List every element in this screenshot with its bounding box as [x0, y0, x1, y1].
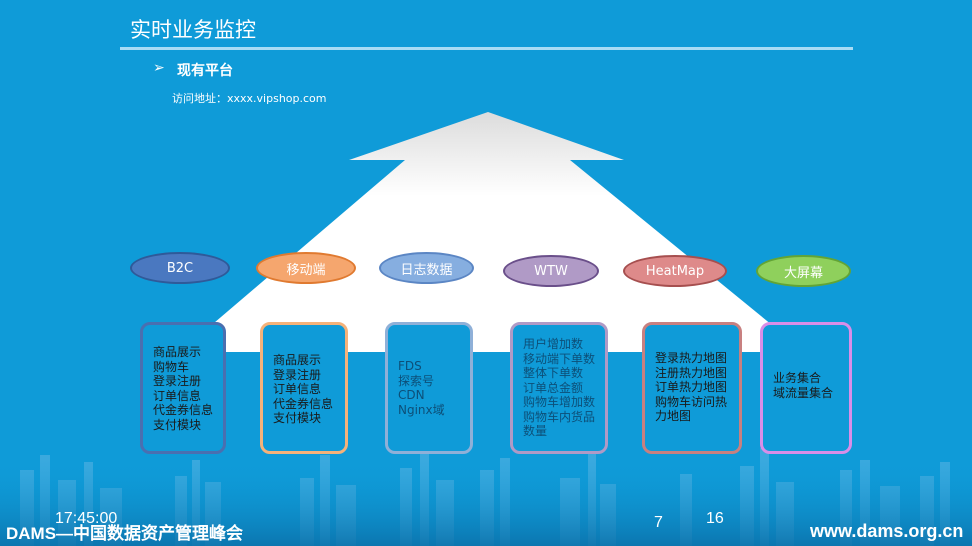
feature-item: 探索号 [398, 374, 462, 389]
feature-item: 移动端下单数 [523, 352, 597, 367]
feature-item: 订单总金额 [523, 381, 597, 396]
platform-oval-mobile: 移动端 [256, 252, 356, 284]
footer-website: www.dams.org.cn [810, 521, 963, 542]
platform-oval-heatmap: HeatMap [623, 255, 727, 287]
feature-item: 购物车增加数 [523, 395, 597, 410]
platform-box-mobile: 商品展示 登录注册 订单信息 代金券信息 支付模块 [260, 322, 348, 454]
platform-oval-wtw: WTW [503, 255, 599, 287]
feature-item: 登录注册 [153, 374, 215, 389]
platform-box-log: FDS 探索号 CDN Nginx域 [385, 322, 473, 454]
platform-name: 日志数据 [400, 259, 452, 278]
feature-item: 注册热力地图 [655, 366, 731, 381]
platform-name: 移动端 [286, 259, 325, 278]
feature-item: 整体下单数 [523, 366, 597, 381]
title-underline [120, 47, 853, 50]
footer-page-b: 16 [706, 510, 724, 528]
feature-item: 业务集合 [773, 371, 841, 386]
feature-item: 登录热力地图 [655, 351, 731, 366]
upward-arrow-shape [180, 112, 805, 352]
feature-item: 数量 [523, 424, 597, 439]
platform-name: 大屏幕 [784, 262, 823, 281]
footer-page-a: 7 [654, 514, 663, 532]
feature-item: 订单信息 [273, 382, 337, 397]
feature-item: CDN [398, 388, 462, 403]
platform-oval-log: 日志数据 [379, 252, 474, 284]
platform-name: WTW [534, 264, 568, 279]
platform-name: B2C [167, 261, 193, 276]
platform-box-screen: 业务集合 域流量集合 [760, 322, 852, 454]
platform-box-heatmap: 登录热力地图 注册热力地图 订单热力地图 购物车访问热 力地图 [642, 322, 742, 454]
feature-item: 代金券信息 [153, 403, 215, 418]
feature-item: 购物车 [153, 360, 215, 375]
feature-item: 力地图 [655, 409, 731, 424]
feature-item: 支付模块 [153, 418, 215, 433]
feature-item: 支付模块 [273, 411, 337, 426]
feature-item: 用户增加数 [523, 337, 597, 352]
platform-oval-screen: 大屏幕 [756, 255, 851, 287]
platform-box-wtw: 用户增加数 移动端下单数 整体下单数 订单总金额 购物车增加数 购物车内货品 数… [510, 322, 608, 454]
slide-title: 实时业务监控 [130, 14, 256, 44]
feature-item: 代金券信息 [273, 397, 337, 412]
platform-box-b2c: 商品展示 购物车 登录注册 订单信息 代金券信息 支付模块 [140, 322, 226, 454]
feature-item: 订单信息 [153, 389, 215, 404]
platform-name: HeatMap [646, 264, 704, 279]
feature-item: 商品展示 [153, 345, 215, 360]
feature-item: FDS [398, 359, 462, 374]
feature-item: Nginx域 [398, 403, 462, 418]
feature-item: 购物车内货品 [523, 410, 597, 425]
arrow-bullet-icon: ➢ [153, 60, 165, 76]
footer-time: 17:45:00 [55, 510, 117, 528]
feature-item: 登录注册 [273, 368, 337, 383]
section-heading: 现有平台 [177, 60, 233, 80]
feature-item: 购物车访问热 [655, 395, 731, 410]
platform-oval-b2c: B2C [130, 252, 230, 284]
feature-item: 域流量集合 [773, 386, 841, 401]
feature-item: 订单热力地图 [655, 380, 731, 395]
feature-item: 商品展示 [273, 353, 337, 368]
access-url-line: 访问地址：xxxx.vipshop.com [172, 90, 327, 106]
footer-brand: DAMS—中国数据资产管理峰会 [6, 519, 243, 544]
